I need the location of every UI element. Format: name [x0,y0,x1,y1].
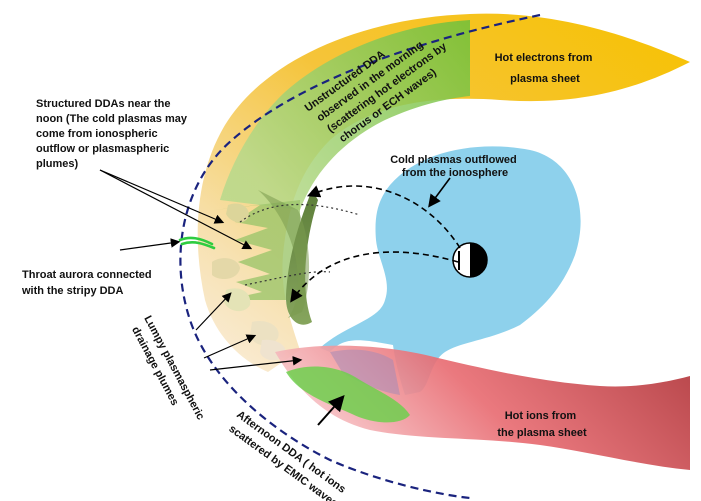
plasmasphere [320,146,581,395]
pointer-afternoon-dda [317,395,345,426]
label-hot-electrons: Hot electrons from plasma sheet [495,52,596,85]
earth [452,242,488,278]
cold-plasma-flow-arrow [290,251,459,303]
overlap-region [330,349,400,395]
field-line [239,203,361,223]
pointer-lumpy-3 [209,356,303,371]
lumpy-patch [250,320,279,346]
label-throat-aurora: Throat aurora connected with the stripy … [21,269,155,297]
pointer-lumpy-2 [203,334,257,359]
lumpy-patch [212,258,240,280]
label-hot-ions: Hot ions from the plasma sheet [497,410,587,439]
structured-dda-rays [214,200,300,300]
label-lumpy-plumes: Lumpy plasmaspheric drainage plumes [127,314,208,432]
label-structured-dda: Structured DDAs near the noon (The cold … [36,98,190,170]
stripy-dda-shadow [258,190,310,318]
hot-ion-region [275,345,690,470]
throat-aurora [178,236,216,250]
field-line [244,271,331,286]
label-cold-plasma: Cold plasmas outflowed from the ionosphe… [390,154,520,179]
pointer-structured-dda-1 [99,169,225,224]
pointer-cold-plasma [428,177,451,208]
label-afternoon-dda: Afternoon DDA ( hot ions scattered by EM… [225,409,353,501]
pointer-throat-aurora [119,238,181,251]
pointer-structured-dda-2 [99,169,253,250]
magnetopause-boundary [179,13,541,500]
cold-plasma-flow-arrow [307,185,461,249]
unstructured-dda-region [220,20,470,210]
pointer-lumpy-1 [195,292,232,331]
afternoon-dda-region [286,366,410,423]
lumpy-patch [226,203,249,223]
